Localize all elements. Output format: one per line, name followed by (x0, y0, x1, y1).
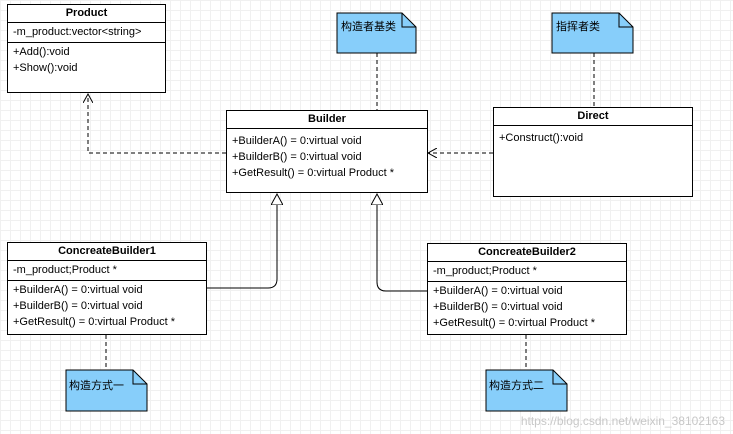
method-line: +BuilderA() = 0:virtual void (433, 285, 563, 297)
note-builder-base-text: 构造者基类 (341, 19, 396, 33)
attribute-line: -m_product;Product * (433, 265, 537, 277)
note-director-text: 指挥者类 (556, 19, 600, 33)
class-concrete-builder-1-methods: +BuilderA() = 0:virtual void +BuilderB()… (8, 281, 206, 332)
inheritance-concrete1-builder (207, 194, 277, 289)
class-product-name: Product (8, 5, 165, 23)
class-builder-name: Builder (227, 111, 427, 129)
method-line: +BuilderB() = 0:virtual void (433, 301, 563, 313)
class-product-attributes: -m_product:vector<string> (8, 23, 165, 43)
class-concrete-builder-2-methods: +BuilderA() = 0:virtual void +BuilderB()… (428, 282, 626, 333)
method-line: +BuilderA() = 0:virtual void (13, 284, 143, 296)
watermark: https://blog.csdn.net/weixin_38102163 (520, 414, 725, 428)
note-concrete1: 构造方式一 (65, 369, 148, 412)
method-line: +GetResult() = 0:virtual Product * (433, 317, 596, 329)
class-direct-name: Direct (494, 108, 692, 126)
class-product-methods: +Add():void +Show():void (8, 43, 165, 78)
method-line: +GetResult() = 0:virtual Product * (13, 316, 176, 328)
method-line: +Add():void (13, 46, 70, 58)
method-line: +GetResult() = 0:virtual Product * (232, 167, 395, 179)
note-concrete2-text: 构造方式二 (489, 378, 544, 392)
class-concrete-builder-2-attributes: -m_product;Product * (428, 262, 626, 282)
class-direct-methods: +Construct():void (494, 126, 692, 148)
attribute-line: -m_product;Product * (13, 264, 117, 276)
class-direct[interactable]: Direct +Construct():void (493, 107, 693, 197)
method-line: +BuilderB() = 0:virtual void (232, 151, 362, 163)
class-concrete-builder-1[interactable]: ConcreateBuilder1 -m_product;Product * +… (7, 242, 207, 335)
class-builder-methods: +BuilderA() = 0:virtual void +BuilderB()… (227, 129, 427, 183)
note-concrete2: 构造方式二 (485, 369, 568, 412)
class-concrete-builder-1-name: ConcreateBuilder1 (8, 243, 206, 261)
dependency-builder-product (88, 94, 226, 154)
attribute-line: -m_product:vector<string> (13, 26, 142, 38)
inheritance-concrete2-builder (377, 194, 427, 292)
class-concrete-builder-1-attributes: -m_product;Product * (8, 261, 206, 281)
method-line: +BuilderA() = 0:virtual void (232, 135, 362, 147)
note-director: 指挥者类 (551, 12, 634, 54)
class-product[interactable]: Product -m_product:vector<string> +Add()… (7, 4, 166, 93)
note-builder-base: 构造者基类 (336, 12, 417, 54)
method-line: +BuilderB() = 0:virtual void (13, 300, 143, 312)
note-concrete1-text: 构造方式一 (69, 378, 124, 392)
class-concrete-builder-2-name: ConcreateBuilder2 (428, 244, 626, 262)
class-concrete-builder-2[interactable]: ConcreateBuilder2 -m_product;Product * +… (427, 243, 627, 335)
method-line: +Show():void (13, 62, 78, 74)
class-builder[interactable]: Builder +BuilderA() = 0:virtual void +Bu… (226, 110, 428, 193)
method-line: +Construct():void (499, 132, 584, 144)
